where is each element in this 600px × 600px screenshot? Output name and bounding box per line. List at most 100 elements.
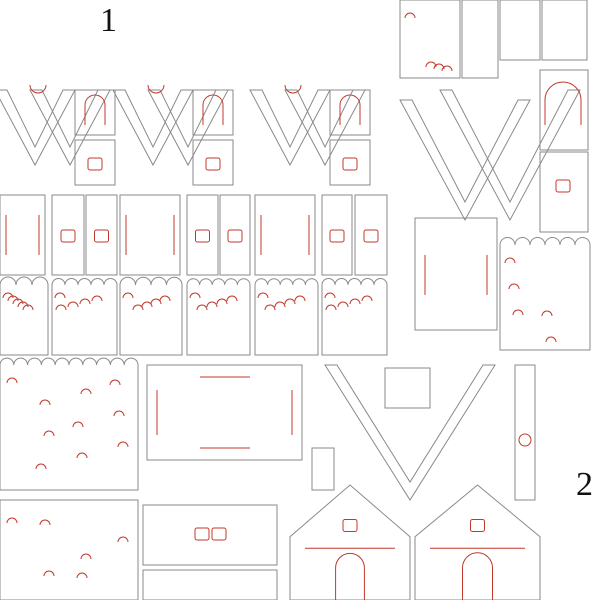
arch-engraving (122, 292, 134, 299)
arch-engraving (325, 304, 337, 311)
window-engraving (227, 229, 243, 243)
side-strip (514, 364, 536, 501)
arch-engraving (117, 536, 129, 543)
panel (321, 194, 353, 276)
panel (51, 194, 85, 276)
arch-engraving (216, 298, 228, 305)
scalloped-panel (51, 278, 118, 356)
arch-engraving (294, 295, 306, 302)
arch-engraving (257, 292, 269, 299)
arch-engraving (159, 295, 171, 302)
arch-engraving (76, 452, 88, 459)
window-engraving (194, 527, 210, 541)
arch-engraving (117, 441, 129, 448)
arch-engraving (39, 399, 51, 406)
arch-engraving (12, 298, 24, 305)
panel (254, 194, 316, 276)
arch-engraving (196, 304, 208, 311)
door-engraving (84, 94, 106, 125)
arch-engraving (404, 12, 416, 19)
arch-engraving (72, 421, 84, 428)
door-engraving (335, 552, 365, 600)
roof-piece (324, 364, 496, 501)
arch-engraving (91, 295, 103, 302)
wall-piece (329, 139, 371, 186)
small-piece (311, 447, 335, 491)
base-panel (142, 569, 278, 600)
arch-engraving (113, 410, 125, 417)
window-engraving (363, 229, 379, 243)
scalloped-panel (254, 278, 319, 356)
house-front (414, 484, 541, 600)
arch-engraving (274, 301, 286, 308)
window-engraving (211, 527, 227, 541)
door-engraving (339, 94, 361, 125)
panel (0, 194, 46, 276)
arch-engraving (512, 309, 524, 316)
arch-engraving (22, 304, 34, 311)
ornament-engraving (518, 433, 532, 447)
panel (85, 194, 118, 276)
arch-engraving (2, 292, 14, 299)
panel (499, 0, 541, 61)
arch-engraving (29, 84, 47, 94)
arch-engraving (67, 301, 79, 308)
arch-engraving (17, 301, 29, 308)
roof-piece (0, 89, 76, 167)
panel (399, 0, 461, 79)
panel (541, 0, 588, 61)
window-engraving (342, 519, 358, 532)
arch-engraving (147, 84, 165, 94)
base-panel (142, 504, 278, 566)
arch-engraving (109, 379, 121, 386)
arch-engraving (43, 570, 55, 577)
wall-piece (539, 151, 589, 233)
arch-engraving (425, 61, 437, 68)
window-engraving (555, 179, 571, 193)
arch-engraving (508, 283, 520, 290)
large-panel (0, 499, 139, 600)
window-engraving (205, 157, 221, 171)
arch-engraving (226, 295, 238, 302)
roof-piece (29, 89, 111, 167)
roof-piece (439, 89, 581, 222)
arch-engraving (545, 336, 557, 343)
arch-engraving (150, 298, 162, 305)
wall-piece (192, 139, 234, 186)
window-engraving (87, 157, 103, 171)
arch-engraving (284, 298, 296, 305)
arch-engraving (79, 298, 91, 305)
house-front (289, 484, 411, 600)
arch-engraving (76, 572, 88, 579)
arch-engraving (433, 63, 445, 70)
wall-piece (74, 139, 116, 186)
box-panel (146, 364, 303, 461)
arch-engraving (441, 65, 453, 72)
roof-piece (249, 89, 331, 167)
window-engraving (60, 229, 76, 243)
wall-piece (329, 89, 371, 136)
arch-engraving (504, 257, 516, 264)
part-label-2: 2 (576, 466, 593, 503)
wall-piece (192, 89, 234, 136)
scalloped-panel (0, 276, 49, 356)
part-label-1: 1 (100, 2, 117, 39)
large-scalloped-panel (0, 357, 139, 491)
wall-piece (74, 89, 116, 136)
door-engraving (544, 81, 582, 125)
panel (219, 194, 251, 276)
door-engraving (202, 94, 224, 125)
window-engraving (342, 157, 358, 171)
arch-engraving (7, 295, 19, 302)
panel (461, 0, 499, 79)
arch-engraving (43, 430, 55, 437)
scalloped-panel (499, 237, 591, 351)
arch-engraving (132, 304, 144, 311)
window-engraving (470, 519, 485, 532)
arch-engraving (80, 388, 92, 395)
panel (186, 194, 219, 276)
window-engraving (94, 229, 109, 243)
arch-engraving (337, 301, 349, 308)
